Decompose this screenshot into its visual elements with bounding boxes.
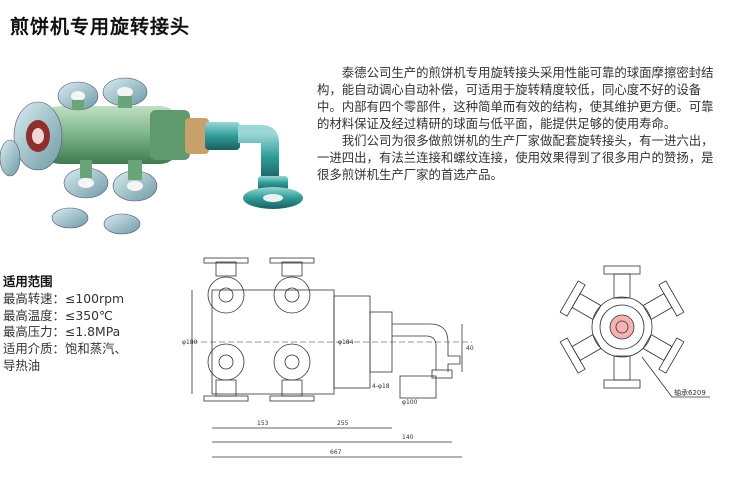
description-text: 泰德公司生产的煎饼机专用旋转接头采用性能可靠的球面摩擦密封结构，能自动调心自动补… bbox=[317, 64, 721, 183]
dim-153: 153 bbox=[257, 420, 269, 427]
technical-drawing-side-view: 153 255 140 667 φ180 φ184 4-φ18 φ100 40 bbox=[182, 257, 474, 458]
spec-max-speed: 最高转速：≤100rpm bbox=[3, 290, 125, 306]
dim-bolt-holes: 4-φ18 bbox=[372, 383, 390, 390]
dim-667: 667 bbox=[330, 449, 342, 456]
dim-height: 40 bbox=[466, 345, 474, 352]
specs-block: 适用范围 最高转速：≤100rpm 最高温度：≤350℃ 最高压力：≤1.8MP… bbox=[3, 274, 183, 375]
dim-flange-dia: φ100 bbox=[402, 399, 418, 406]
spec-max-temperature: 最高温度：≤350℃ bbox=[3, 307, 113, 323]
spec-medium: 适用介质：饱和蒸汽、 bbox=[3, 341, 127, 357]
specs-heading: 适用范围 bbox=[3, 274, 53, 289]
dim-140: 140 bbox=[402, 434, 414, 441]
description-paragraph-1: 泰德公司生产的煎饼机专用旋转接头采用性能可靠的球面摩擦密封结构，能自动调心自动补… bbox=[317, 65, 714, 131]
description-paragraph-2: 我们公司为很多做煎饼机的生产厂家做配套旋转接头，有一进六出，一进四出，有法兰连接… bbox=[317, 133, 714, 182]
bearing-label: 轴承6209 bbox=[674, 388, 706, 397]
spec-medium-cont: 导热油 bbox=[3, 357, 41, 373]
dim-255: 255 bbox=[337, 420, 349, 427]
spec-max-pressure: 最高压力：≤1.8MPa bbox=[3, 324, 121, 340]
page-title: 煎饼机专用旋转接头 bbox=[10, 16, 191, 38]
technical-drawing-end-view: 轴承6209 bbox=[559, 265, 710, 398]
dim-left-dia: φ180 bbox=[182, 339, 198, 346]
dim-mid-dia: φ184 bbox=[338, 339, 354, 346]
product-render-image bbox=[0, 77, 303, 235]
